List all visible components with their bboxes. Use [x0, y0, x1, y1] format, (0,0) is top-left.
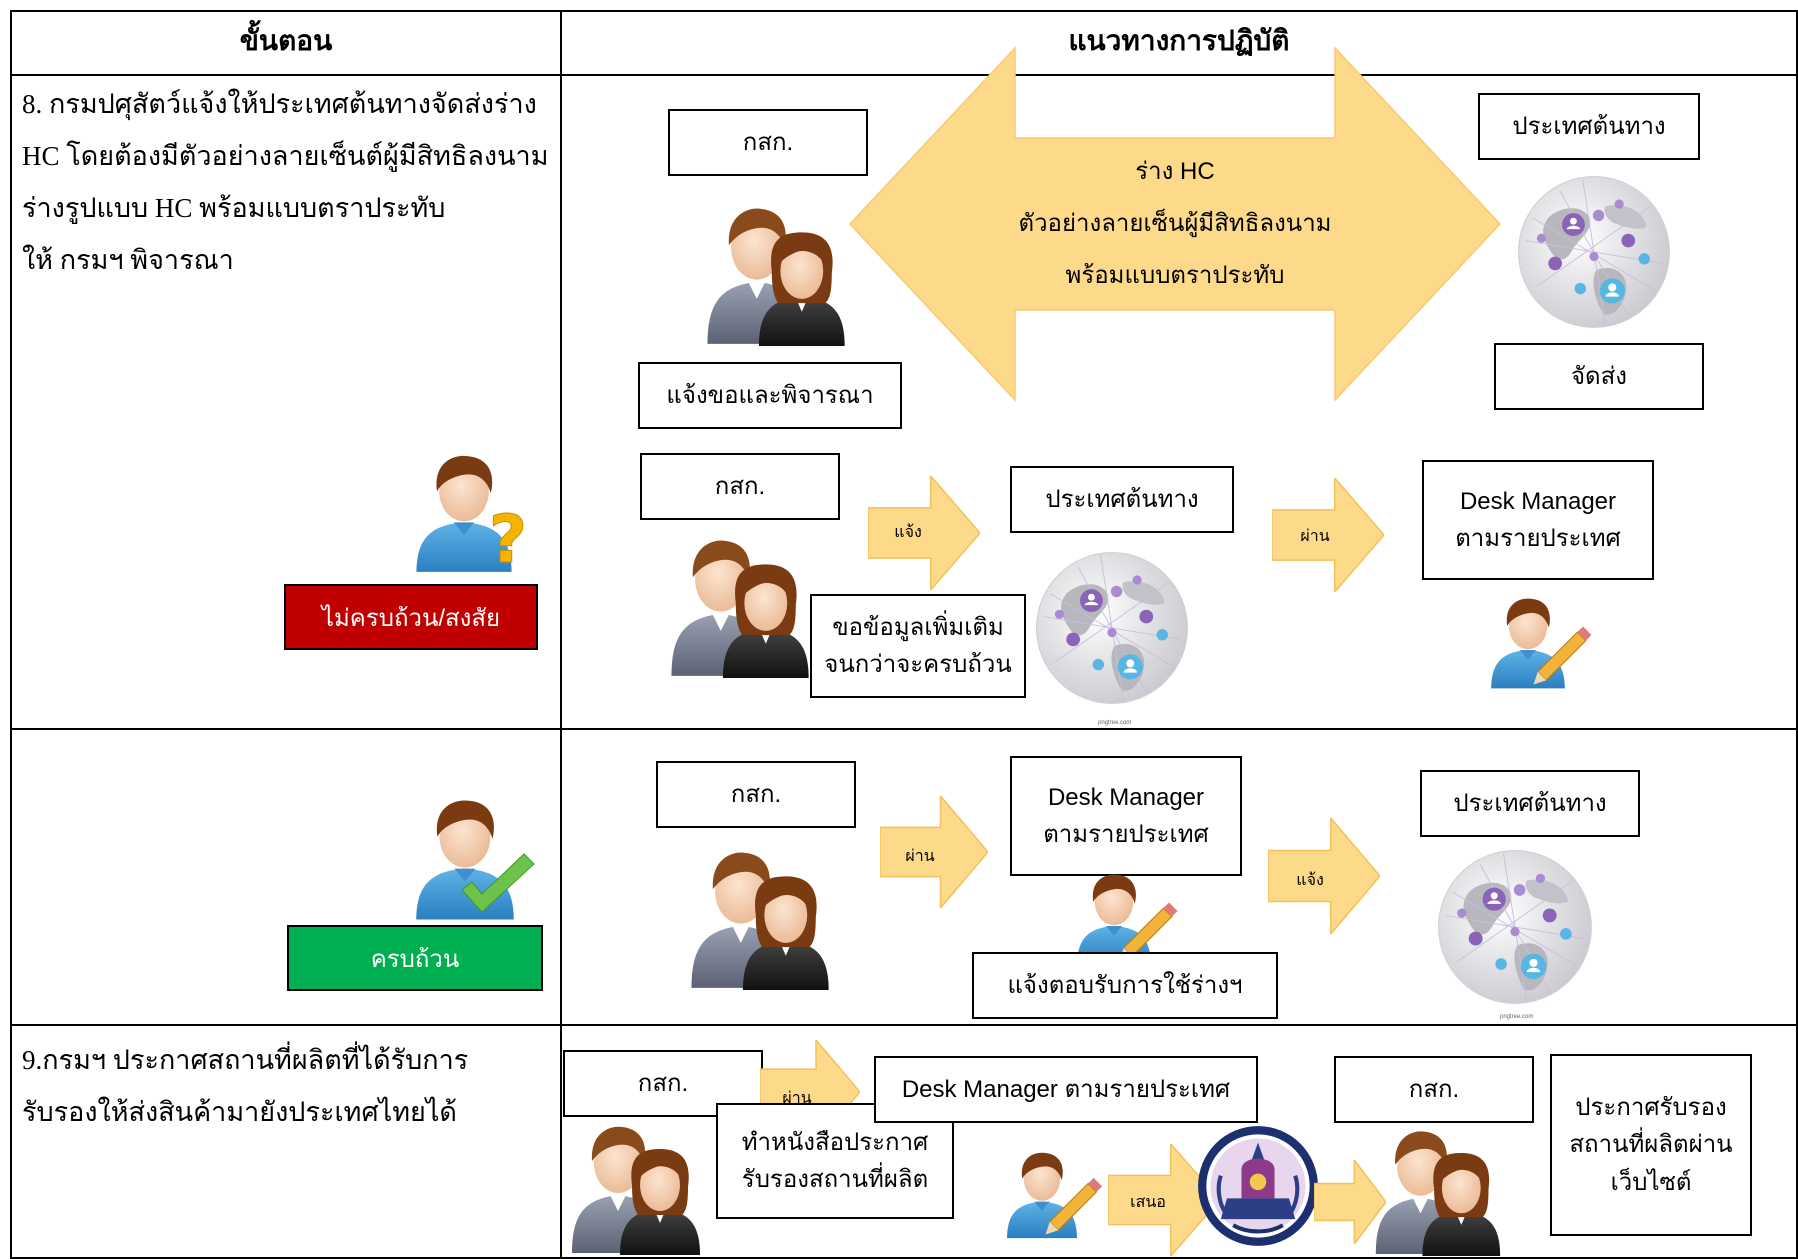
table-border-left [10, 10, 12, 1259]
origin-country-box: ประเทศต้นทาง [1010, 466, 1234, 533]
table-border-bottom [10, 1257, 1798, 1259]
desk-manager-box: Desk Manager ตามรายประเทศ [1010, 756, 1242, 876]
two-people-icon [1372, 1120, 1502, 1256]
agency-box: กสก. [640, 453, 840, 520]
table-border-right [1796, 10, 1798, 1259]
desk-manager-box: Desk Manager ตามรายประเทศ [1422, 460, 1654, 580]
column-divider [560, 10, 562, 1259]
globe-network-icon [1434, 846, 1596, 1008]
agency-box: กสก. [668, 109, 868, 176]
image-credit: pngtree.com [1500, 1014, 1534, 1020]
arrow-line-draft-hc: ร่าง HC [1135, 158, 1215, 185]
arrow-label-via: ผ่าน [782, 1090, 812, 1107]
two-people-icon [684, 840, 834, 990]
more-info-request-box: ขอข้อมูลเพิ่มเติม จนกว่าจะครบถ้วน [810, 594, 1026, 698]
double-arrow-text: ร่าง HC ตัวอย่างลายเซ็นผู้มีสิทธิลงนาม พ… [1000, 146, 1350, 302]
table-border-top [10, 10, 1798, 12]
two-people-icon [570, 1112, 700, 1258]
arrow-label-via: ผ่าน [905, 848, 935, 865]
svg-text:?: ? [489, 501, 527, 578]
dispatch-box: จัดส่ง [1494, 343, 1704, 410]
image-credit: pngtree.com [1098, 720, 1132, 726]
per-country-label: ตามรายประเทศ [1057, 1075, 1231, 1103]
row-divider-header [10, 74, 1798, 76]
globe-network-icon [1514, 172, 1674, 332]
status-complete-badge: ครบถ้วน [287, 925, 543, 991]
letter-box: ทำหนังสือประกาศ รับรองสถานที่ผลิต [716, 1103, 954, 1219]
person-question-icon: ? [416, 455, 528, 579]
origin-country-box: ประเทศต้นทาง [1478, 93, 1700, 160]
official-seal-icon [1196, 1124, 1320, 1248]
reply-accept-box: แจ้งตอบรับการใช้ร่างฯ [972, 952, 1278, 1019]
person-pencil-icon [1491, 598, 1592, 689]
globe-network-icon [1032, 548, 1192, 708]
status-incomplete-badge: ไม่ครบถ้วน/สงสัย [284, 584, 538, 650]
person-check-icon [416, 800, 535, 920]
arrow-label-notify: แจ้ง [1296, 872, 1324, 889]
arrow-label-via: ผ่าน [1300, 528, 1330, 545]
row-divider-8 [10, 728, 1798, 730]
person-pencil-icon [1007, 1152, 1103, 1239]
double-arrow-icon [848, 46, 1502, 402]
row-divider-complete [10, 1024, 1798, 1026]
request-consider-box: แจ้งขอและพิจารณา [638, 362, 902, 429]
announce-website-box: ประกาศรับรอง สถานที่ผลิตผ่าน เว็บไซต์ [1550, 1054, 1752, 1236]
step-9-text: 9.กรมฯ ประกาศสถานที่ผลิตที่ได้รับการ รับ… [22, 1045, 469, 1127]
desk-manager-box: Desk Manager ตามรายประเทศ [874, 1056, 1258, 1123]
origin-country-box: ประเทศต้นทาง [1420, 770, 1640, 837]
arrow-line-stamp: พร้อมแบบตราประทับ [1065, 262, 1285, 289]
column-header-steps: ขั้นตอน [239, 26, 333, 57]
two-people-icon [664, 528, 814, 678]
agency-box: กสก. [1334, 1056, 1534, 1123]
two-people-icon [700, 196, 850, 346]
arrow-label-notify: แจ้ง [894, 524, 922, 541]
step-8-text: 8. กรมปศุสัตว์แจ้งให้ประเทศต้นทางจัดส่งร… [22, 89, 549, 275]
agency-box: กสก. [656, 761, 856, 828]
desk-manager-label: Desk Manager [901, 1075, 1058, 1103]
arrow-line-signature: ตัวอย่างลายเซ็นผู้มีสิทธิลงนาม [1018, 210, 1332, 237]
column-header-guidelines: แนวทางการปฏิบัติ [1068, 26, 1290, 57]
arrow-label-propose: เสนอ [1130, 1194, 1166, 1211]
